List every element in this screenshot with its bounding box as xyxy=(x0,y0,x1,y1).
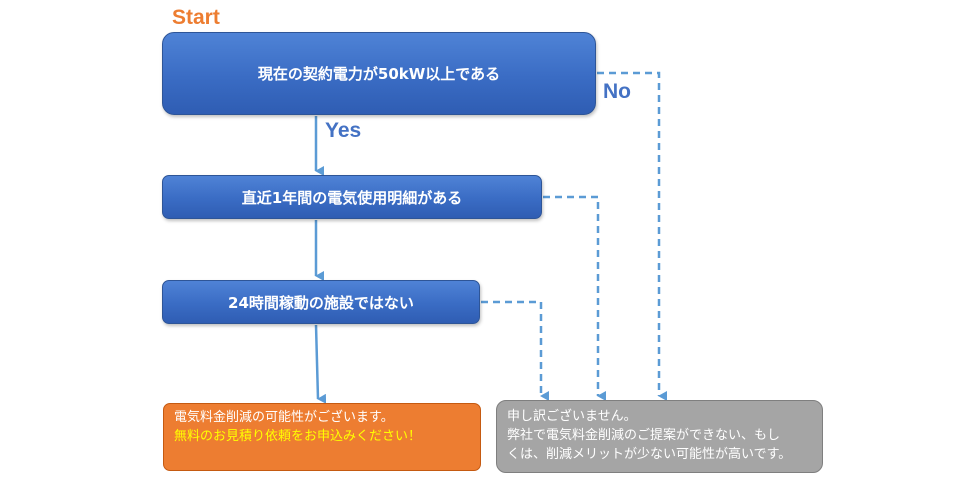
result-negative-line1: 申し訳ございません。 xyxy=(507,409,637,424)
yes-label: Yes xyxy=(325,119,362,142)
question-text: 24時間稼動の施設ではない xyxy=(228,293,414,312)
no-connector-3 xyxy=(481,300,549,401)
no-connector-2 xyxy=(543,195,606,401)
question-text: 現在の契約電力が50kW以上である xyxy=(257,65,501,83)
result-positive-line1: 電気料金削減の可能性がございます。 xyxy=(174,410,394,425)
question-box-contract-power: 現在の契約電力が50kW以上である xyxy=(162,32,596,115)
result-negative-line2: 弊社で電気料金削減のご提案ができない、もし xyxy=(507,428,781,443)
start-label: Start xyxy=(172,6,220,29)
result-box-positive: 電気料金削減の可能性がございます。 無料のお見積り依頼をお申込みください！ xyxy=(163,403,481,471)
question-box-usage-statement: 直近1年間の電気使用明細がある xyxy=(162,175,542,219)
result-positive-line2: 無料のお見積り依頼をお申込みください！ xyxy=(174,429,422,444)
question-box-24h-operation: 24時間稼動の施設ではない xyxy=(162,280,480,324)
result-negative-line3: くは、削減メリットが少ない可能性が高いです。 xyxy=(507,447,792,462)
no-label: No xyxy=(603,80,631,103)
yes-arrow-3 xyxy=(314,324,327,404)
no-connector-1 xyxy=(597,71,667,401)
result-box-negative: 申し訳ございません。 弊社で電気料金削減のご提案ができない、もし くは、削減メリ… xyxy=(496,400,823,473)
question-text: 直近1年間の電気使用明細がある xyxy=(241,188,463,207)
